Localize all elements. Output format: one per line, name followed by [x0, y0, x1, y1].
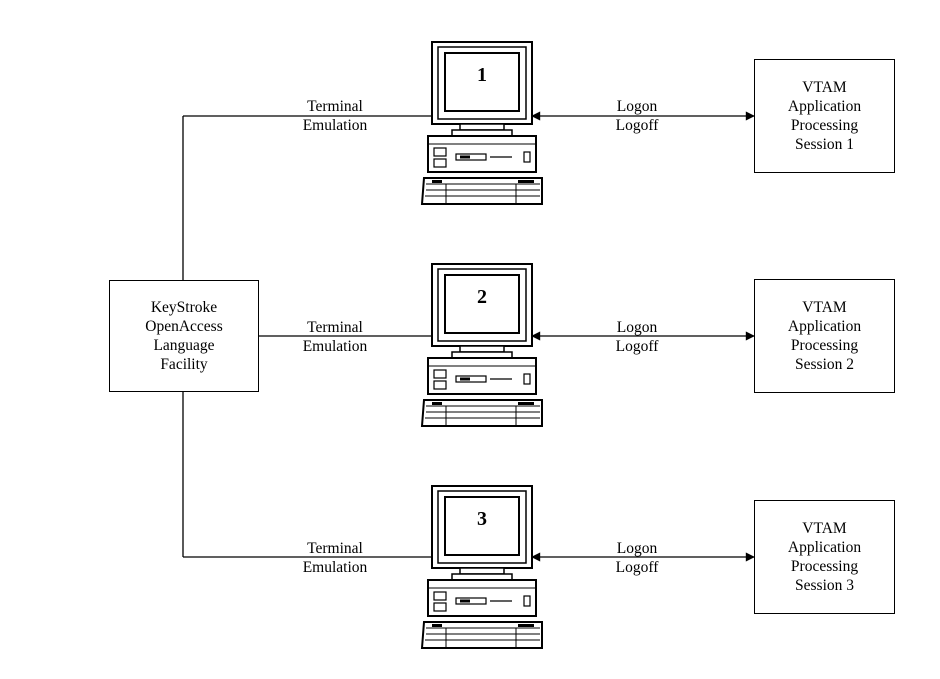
terminal-emulation-label-1: Terminal Emulation: [302, 98, 368, 134]
app-box-3: VTAM Application Processing Session 3: [754, 500, 895, 614]
terminal-number-3: 3: [477, 508, 487, 530]
logon-logoff-label-3: Logon Logoff: [615, 540, 659, 576]
terminal-emulation-label-3: Terminal Emulation: [302, 540, 368, 576]
app-label-2: VTAM Application Processing Session 2: [787, 299, 862, 373]
terminal-emulation-label-2: Terminal Emulation: [302, 319, 368, 355]
terminal-number-1: 1: [477, 64, 487, 86]
app-label-3: VTAM Application Processing Session 3: [787, 520, 862, 594]
facility-label: KeyStroke OpenAccess Language Facility: [145, 299, 223, 373]
logon-logoff-label-2: Logon Logoff: [615, 319, 659, 355]
facility-box: KeyStroke OpenAccess Language Facility: [109, 280, 259, 392]
logon-logoff-label-1: Logon Logoff: [615, 98, 659, 134]
app-box-1: VTAM Application Processing Session 1: [754, 59, 895, 173]
app-label-1: VTAM Application Processing Session 1: [787, 79, 862, 153]
app-box-2: VTAM Application Processing Session 2: [754, 279, 895, 393]
terminal-number-2: 2: [477, 286, 487, 308]
